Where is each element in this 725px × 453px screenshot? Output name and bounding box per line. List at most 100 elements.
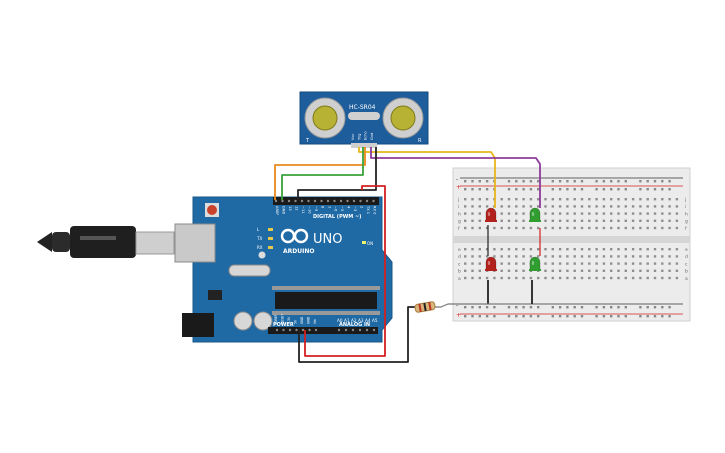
led-green[interactable] (529, 256, 541, 271)
digital-pin[interactable] (359, 199, 362, 203)
regulator (208, 290, 222, 300)
power-pin[interactable] (301, 328, 305, 332)
row-label: a (685, 277, 688, 282)
resistor[interactable] (414, 301, 436, 313)
model-label: UNO (313, 232, 342, 247)
crystal (228, 264, 271, 277)
power-jack (182, 313, 214, 337)
arduino-logo (280, 228, 309, 244)
digital-pin[interactable] (339, 199, 343, 203)
analog-pin[interactable] (351, 328, 355, 332)
digital-pin[interactable] (300, 199, 304, 203)
sensor-pin-label: Echo (364, 131, 368, 140)
digital-pin[interactable] (352, 199, 356, 203)
power-pin[interactable] (288, 328, 292, 332)
digital-pin-label: 8 (321, 206, 325, 209)
analog-pin[interactable] (372, 328, 376, 332)
led-green[interactable] (529, 207, 541, 222)
power-pin[interactable] (275, 328, 279, 332)
row-label: e (685, 248, 688, 253)
sensor-t-mark: T (305, 138, 310, 144)
digital-pin[interactable] (274, 199, 278, 203)
digital-pin[interactable] (281, 199, 284, 203)
status-led-label: TX (256, 236, 262, 241)
rail-minus-label: - (456, 302, 458, 309)
power-pin[interactable] (295, 328, 298, 332)
wire-red[interactable] (304, 185, 386, 357)
wire-yellow[interactable] (358, 147, 496, 208)
arduino-uno-board[interactable]: ARDUINO UNO DIGITAL (PWM ~) POWER ANALOG… (174, 196, 393, 343)
power-pin-label: 5V (294, 319, 298, 324)
row-label: i (685, 204, 686, 210)
digital-pin-label: GND (282, 206, 286, 214)
digital-pin[interactable] (333, 199, 336, 203)
row-label: c (458, 262, 461, 267)
digital-pin[interactable] (365, 199, 369, 203)
wire-purple[interactable] (370, 147, 541, 208)
resistor-lead[interactable] (431, 303, 490, 308)
digital-pin[interactable] (313, 199, 317, 203)
row-label: g (458, 220, 461, 225)
digital-pin[interactable] (307, 199, 310, 203)
breadboard-leds[interactable] (485, 207, 541, 271)
usb-cable[interactable] (37, 226, 175, 258)
digital-pin-label: 12 (295, 206, 299, 211)
led-red[interactable] (485, 207, 497, 222)
digital-pin[interactable] (287, 199, 291, 203)
row-label: b (458, 269, 461, 275)
power-pin-label: GND (307, 316, 311, 324)
digital-pin-label: ~9 (314, 206, 318, 212)
status-led (268, 228, 273, 231)
analog-pin-label: A4 (365, 318, 371, 323)
row-label: f (685, 226, 687, 232)
digital-pin[interactable] (346, 199, 349, 203)
row-label: g (685, 220, 688, 225)
digital-pin[interactable] (294, 199, 297, 203)
digital-pin-label: ~6 (334, 206, 338, 212)
wire-black-top[interactable] (297, 147, 377, 200)
digital-pin-label: 4 (347, 206, 351, 209)
digital-pin-label: ~5 (340, 206, 344, 211)
center-channel (453, 236, 690, 243)
row-label: c (685, 262, 688, 267)
brand-label: ARDUINO (283, 248, 314, 255)
power-analog-header[interactable] (268, 327, 378, 334)
sensor-pin-label: Vcc (351, 134, 355, 140)
analog-header-label: ANALOG IN (339, 322, 370, 328)
status-led-label: RX (257, 245, 263, 250)
analog-pin[interactable] (358, 328, 362, 332)
power-pin-label: GND (300, 316, 304, 324)
row-label: a (458, 277, 461, 282)
reset-button[interactable] (207, 205, 217, 215)
power-pin[interactable] (282, 328, 285, 332)
row-label: e (458, 248, 461, 253)
analog-pin[interactable] (337, 328, 341, 332)
wire-orange[interactable] (274, 147, 366, 200)
status-led (268, 237, 273, 240)
power-pin[interactable] (308, 328, 311, 332)
digital-pin-label: 7 (327, 206, 331, 208)
led-red[interactable] (485, 256, 497, 271)
digital-pin[interactable] (372, 199, 375, 203)
wire-green[interactable] (281, 147, 364, 200)
digital-pin-label: 2 (360, 206, 364, 208)
digital-pin[interactable] (320, 199, 323, 203)
power-header-label: POWER (273, 322, 294, 328)
sensor-model-label: HC-SR04 (349, 104, 376, 111)
digital-header[interactable] (273, 197, 379, 205)
row-label: f (458, 226, 460, 232)
sensor-pin-header[interactable] (351, 143, 377, 148)
row-label: d (685, 254, 688, 260)
analog-pin[interactable] (365, 328, 369, 332)
power-pin[interactable] (314, 328, 318, 332)
digital-pin-label: RX 0 (373, 206, 377, 215)
analog-pin-label: A1 (344, 318, 350, 323)
analog-pin-label: A3 (358, 318, 364, 323)
breadboard-holes (464, 180, 679, 318)
digital-pin[interactable] (326, 199, 330, 203)
analog-pin-label: A2 (351, 318, 357, 323)
analog-pin[interactable] (344, 328, 348, 332)
